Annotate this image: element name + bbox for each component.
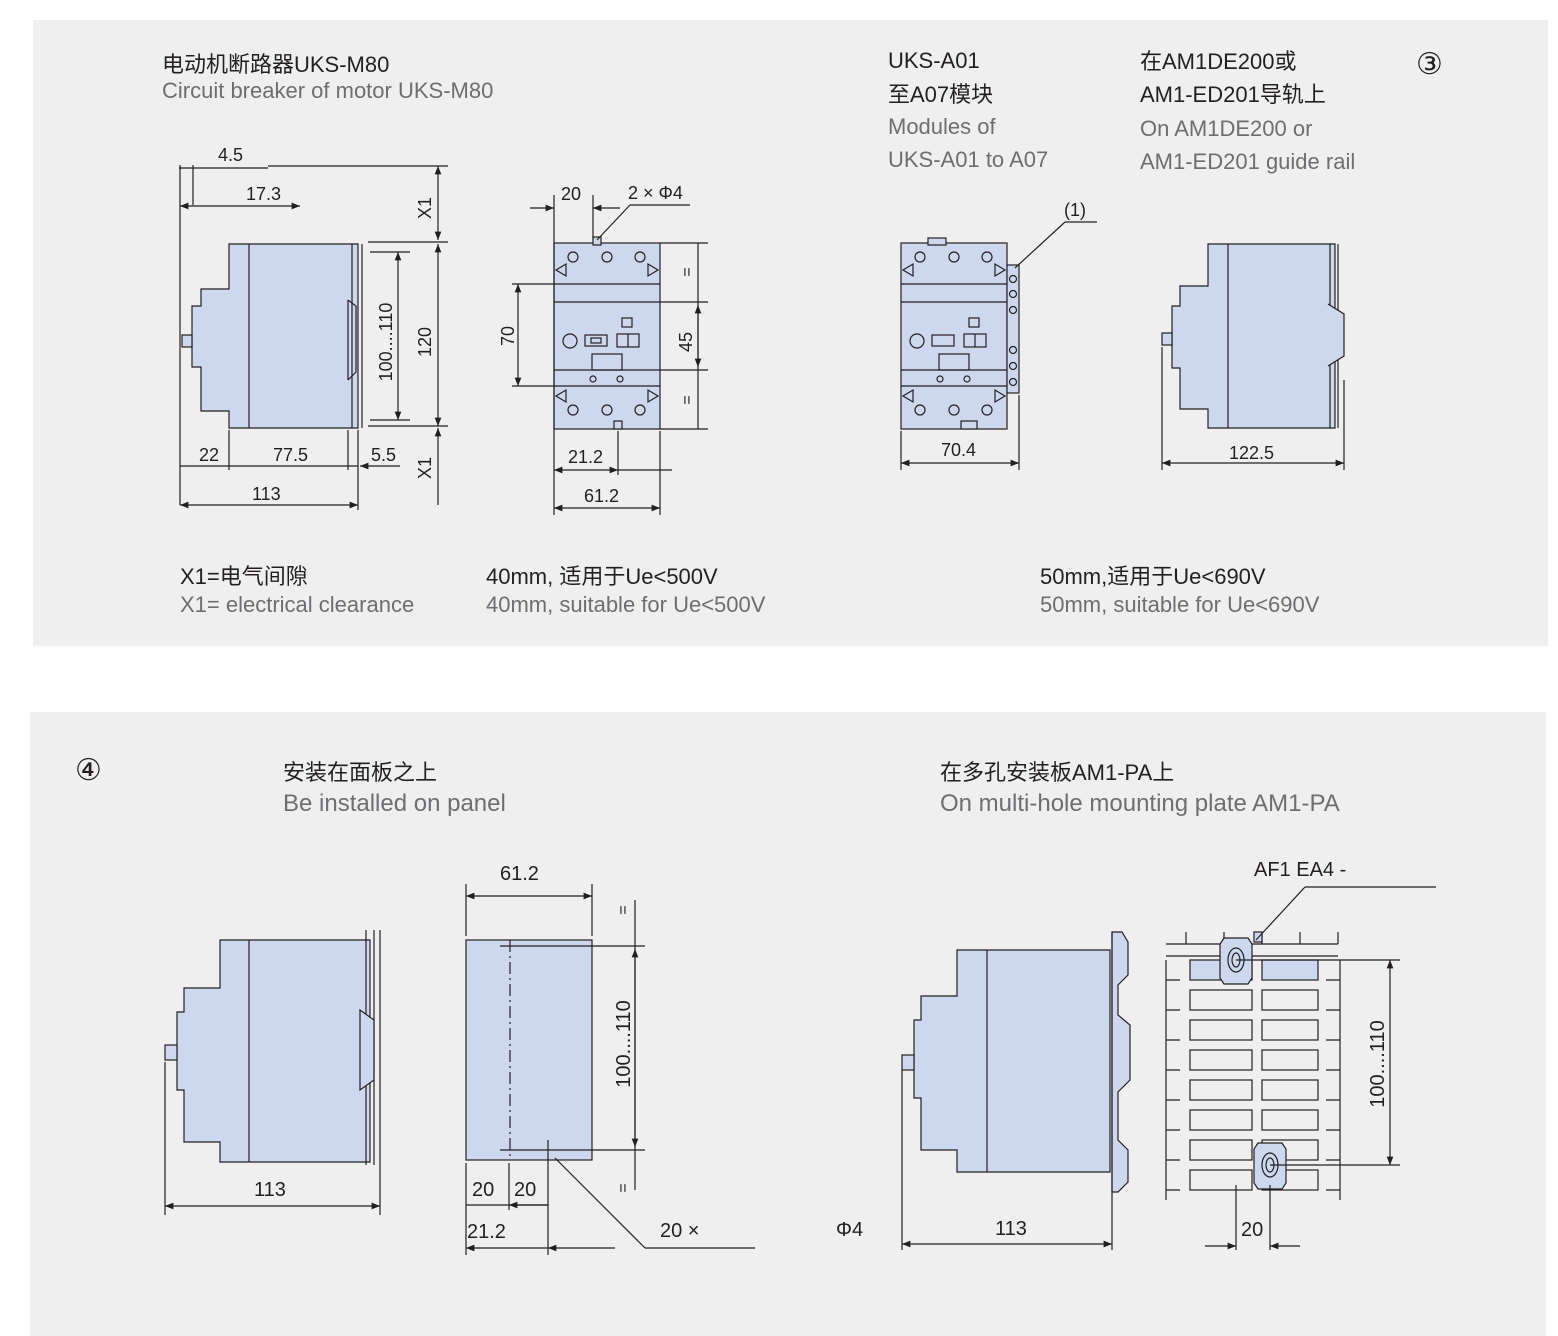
plate-grid [1165,886,1436,1250]
dim-20-plate: 20 [1241,1219,1264,1241]
dim-100-110: 100....110 [376,303,396,382]
dim-eq-top: = [679,267,696,276]
motor-breaker-front-view [512,195,708,515]
motor-breaker-title-cn: 电动机断路器UKS-M80 [162,52,390,77]
dim-113-panel: 113 [254,1179,286,1201]
modules-title-cn-1: UKS-A01 [888,48,980,73]
note-40mm-en: 40mm, suitable for Ue<500V [486,592,766,617]
plate-title-cn: 在多孔安装板AM1-PA上 [940,760,1175,785]
dim-2-phi4: 2 × Φ4 [628,183,683,203]
panel-title-cn: 安装在面板之上 [283,760,438,785]
panel-title-en: Be installed on panel [283,790,506,817]
dim-20-x: 20 × [660,1220,700,1242]
dim-21-2-panel: 21.2 [467,1221,506,1243]
dim-113-plate: 113 [995,1218,1027,1240]
dim-eq-panel-bottom: = [615,1183,632,1192]
dim-eq-panel-top: = [615,905,632,914]
plate-title-en: On multi-hole mounting plate AM1-PA [940,790,1340,817]
dim-20-a: 20 [472,1179,495,1201]
note-50mm-en: 50mm, suitable for Ue<690V [1040,592,1320,617]
modules-title-cn-2: 至A07模块 [888,82,994,107]
note-x1-cn: X1=电气间隙 [180,564,308,589]
dim-20-b: 20 [514,1179,537,1201]
note-40mm-cn: 40mm, 适用于Ue<500V [486,564,718,589]
note-x1-en: X1= electrical clearance [180,592,415,617]
dim-x1-top: X1 [415,197,435,219]
note-50mm-cn: 50mm,适用于Ue<690V [1040,564,1266,589]
dim-70: 70 [498,326,518,346]
dim-100-110-panel: 100....110 [613,1000,635,1087]
dim-17-3: 17.3 [246,184,282,204]
dim-22: 22 [199,445,220,465]
dim-113: 113 [252,484,281,504]
label-af1-ea4: AF1 EA4 - [1254,859,1347,881]
modules-front-view [900,221,1097,470]
motor-breaker-title-en: Circuit breaker of motor UKS-M80 [162,78,494,103]
section-3-badge: ③ [1416,48,1443,81]
dim-21-2: 21.2 [568,447,604,467]
dim-70-4: 70.4 [941,440,977,460]
dim-20: 20 [561,184,582,204]
dim-61-2: 61.2 [584,486,620,506]
plate-side-view [901,931,1131,1250]
modules-title-en-1: Modules of [888,114,996,139]
section-4-badge: ④ [75,754,102,787]
rail-side-view [1161,243,1345,470]
dim-45: 45 [676,332,696,352]
rail-title-en-2: AM1-ED201 guide rail [1140,149,1356,174]
rail-title-en-1: On AM1DE200 or [1140,116,1313,141]
dim-5-5: 5.5 [371,445,397,465]
callout-1: (1) [1064,200,1086,220]
dim-61-2-panel: 61.2 [500,863,539,885]
dim-77-5: 77.5 [273,445,309,465]
rail-title-cn-1: 在AM1DE200或 [1140,49,1297,74]
modules-title-en-2: UKS-A01 to A07 [888,147,1049,172]
panel-front-view [465,884,755,1255]
dim-phi4: Φ4 [836,1219,864,1241]
motor-breaker-side-view [179,165,448,510]
dim-4-5: 4.5 [218,145,244,165]
dim-120: 120 [415,327,435,357]
dim-122-5: 122.5 [1229,443,1275,463]
dim-100-110-plate: 100....110 [1367,1020,1389,1107]
panel-side-view [164,930,381,1215]
rail-title-cn-2: AM1-ED201导轨上 [1140,82,1326,107]
dim-eq-bottom: = [679,395,696,404]
dim-x1-bottom: X1 [415,457,435,479]
